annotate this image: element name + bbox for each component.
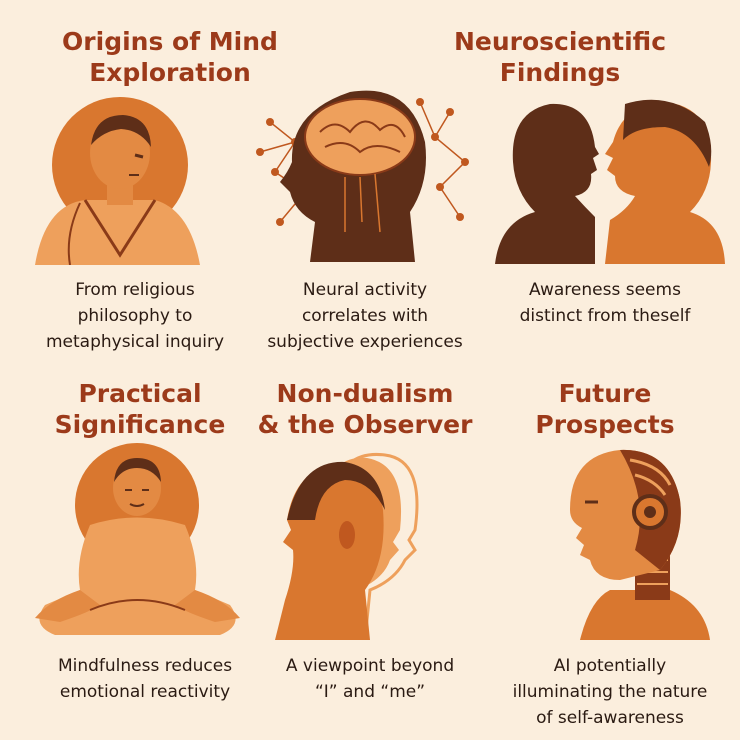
meditator-head xyxy=(113,460,161,516)
brain xyxy=(304,98,416,176)
observer-profiles-illustration xyxy=(275,452,419,640)
left-profile xyxy=(495,103,599,264)
panel-6-title: Future Prospects xyxy=(535,379,675,439)
panel-1-title: Origins of Mind Exploration xyxy=(62,27,278,87)
robe xyxy=(35,200,200,265)
panel-3-title: Neuroscientific Findings xyxy=(453,27,667,87)
panel-3-caption: Awareness seems distinct from theself xyxy=(519,280,691,326)
panel-2-caption: Neural activity correlates with subjecti… xyxy=(267,280,463,352)
meditation-illustration xyxy=(35,443,240,635)
panel-5-title: Non-dualism & the Observer xyxy=(257,379,473,439)
ai-head-illustration xyxy=(570,449,710,640)
front-profile xyxy=(275,464,384,640)
monk-head xyxy=(90,117,150,189)
monk-illustration xyxy=(35,97,200,265)
panel-5-caption: A viewpoint beyond “I” and “me” xyxy=(285,656,455,702)
panel-6-caption: AI potentially illuminating the nature o… xyxy=(512,656,708,728)
panel-1-caption: From religious philosophy to metaphysica… xyxy=(45,280,225,352)
two-profiles-illustration xyxy=(495,99,725,264)
robot-body xyxy=(580,590,710,640)
brain-network-illustration xyxy=(256,90,469,262)
panel-4-caption: Mindfulness reduces emotional reactivity xyxy=(57,656,233,702)
panel-4-title: Practical Significance xyxy=(54,379,226,439)
